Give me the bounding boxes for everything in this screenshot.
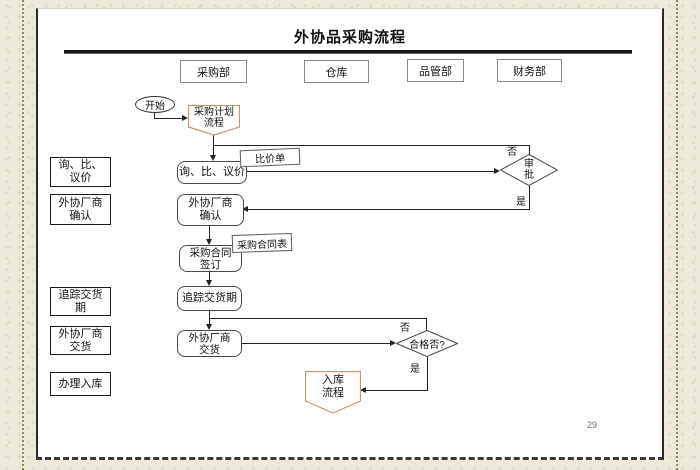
arrowhead-into-track <box>206 280 212 286</box>
arrowhead-into-vendor-confirm <box>242 206 248 212</box>
arrowhead-into-inquiry <box>210 155 216 161</box>
arrowhead-into-vendor-delivery <box>206 324 212 330</box>
stitch-border-left <box>22 0 24 470</box>
side-label-vendor-confirm: 外协厂商 确认 <box>50 194 111 225</box>
dept-header-warehouse: 仓库 <box>304 60 369 83</box>
contract-form-doc: 采购合同表 <box>231 232 293 254</box>
qualified-diamond-shape <box>396 330 458 357</box>
flowchart-slide: 外协品采购流程 采购部 仓库 品管部 财务部 询、比、 议价 外协厂商 确认 追… <box>36 8 664 460</box>
connector-start-down <box>154 110 155 119</box>
side-label-vendor-delivery: 外协厂商 交货 <box>50 326 111 355</box>
approval-yes-label: 是 <box>516 197 526 208</box>
contract-sign-step: 采购合同 签订 <box>179 245 242 272</box>
approval-no-label: 否 <box>507 147 517 158</box>
page-number: 29 <box>587 420 598 430</box>
vendor-delivery-step: 外协厂商 交货 <box>177 330 242 357</box>
connector-start-right <box>154 118 184 119</box>
connector-approval-yes-down <box>529 186 530 210</box>
connector-qualified-yes-down <box>427 357 428 391</box>
connector-qualified-no-loop <box>209 318 427 319</box>
qualified-yes-label: 是 <box>410 364 420 375</box>
dept-header-finance: 财务部 <box>497 59 562 82</box>
connector-approval-no-loop <box>213 145 530 146</box>
arrowhead-into-contract-sign <box>206 239 212 245</box>
qualified-decision: 合格否? <box>409 340 445 351</box>
dept-header-purchasing: 采购部 <box>180 60 247 83</box>
qualified-no-label: 否 <box>400 323 410 334</box>
connector-inquiry-to-approval <box>245 171 494 172</box>
inquiry-step: 询、比、议价 <box>177 161 247 184</box>
page-title: 外协品采购流程 <box>293 29 406 46</box>
arrowhead-into-approval <box>494 168 500 174</box>
title-underline <box>64 50 632 54</box>
connector-qualified-no-drop <box>426 318 427 331</box>
connector-approval-no-drop <box>529 145 530 155</box>
side-label-inquiry: 询、比、 议价 <box>50 157 111 187</box>
track-delivery-step: 追踪交货期 <box>177 286 242 311</box>
arrowhead-into-inbound <box>360 387 366 393</box>
dept-header-quality: 品管部 <box>407 59 464 82</box>
arrowhead-into-qualified <box>390 340 396 346</box>
connector-approval-yes-left <box>248 209 530 210</box>
price-comparison-doc: 比价单 <box>239 147 301 168</box>
connector-qualified-yes-left <box>366 390 428 391</box>
connector-sign-to-track <box>209 270 210 281</box>
approval-decision: 审 批 <box>524 159 534 181</box>
inbound-process-pennant: 入库 流程 <box>322 374 344 399</box>
connector-track-to-delivery <box>209 309 210 325</box>
side-label-track-delivery: 追踪交货 期 <box>50 287 111 316</box>
vendor-confirm-step: 外协厂商 确认 <box>177 194 244 226</box>
inbound-pennant-shape <box>305 371 361 414</box>
approval-diamond-shape <box>500 154 558 186</box>
plan-process-pennant: 采购计划 流程 <box>194 107 234 129</box>
arrowhead-into-plan <box>182 115 188 121</box>
connector-confirm-to-sign <box>209 224 210 240</box>
side-label-inbound: 办理入库 <box>50 372 111 396</box>
stitch-border-right <box>676 0 678 470</box>
plan-process-pennant-shape <box>188 105 240 136</box>
start-terminator: 开始 <box>135 96 175 113</box>
connector-delivery-to-qualified <box>240 343 390 344</box>
